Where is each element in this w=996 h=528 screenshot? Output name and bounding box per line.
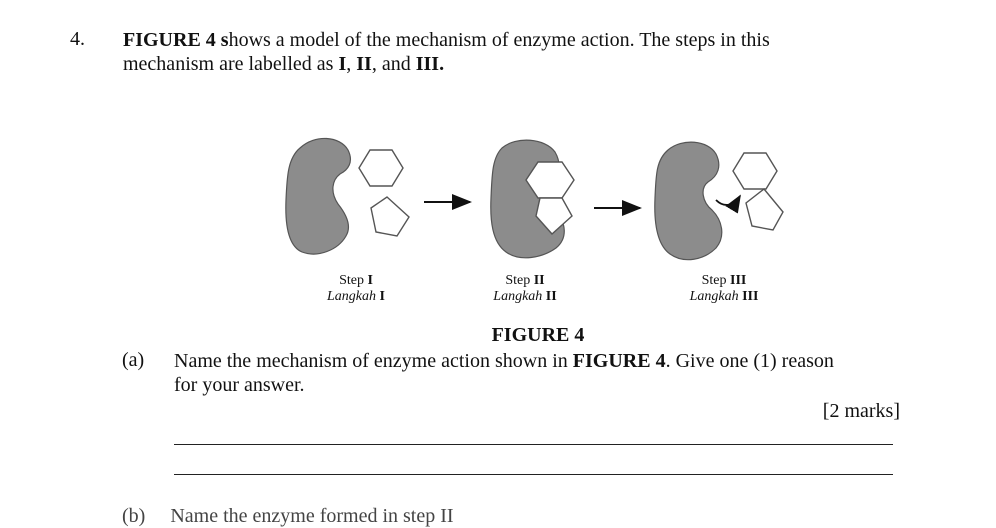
figure-ref: FIGURE 4 s — [123, 29, 229, 51]
answer-line-2[interactable] — [174, 474, 893, 475]
enzyme-shape-step-3 — [654, 141, 723, 261]
question-text-line-1: FIGURE 4 shows a model of the mechanism … — [123, 29, 770, 51]
substrate-pentagon-step-2 — [535, 197, 573, 235]
substrate-hexagon-step-1 — [358, 149, 404, 187]
answer-line-1[interactable] — [174, 444, 893, 445]
question-text-line-2: mechanism are labelled as I, II, and III… — [123, 53, 445, 75]
step-label-1: Step I Langkah I — [327, 273, 385, 304]
question-number: 4. — [70, 28, 85, 50]
part-b-partial: (b) Name the enzyme formed in step II — [122, 505, 454, 527]
enzyme-shape-step-1 — [285, 137, 352, 255]
step-label-3: Step III Langkah III — [689, 273, 759, 304]
part-a-text-line-1: Name the mechanism of enzyme action show… — [174, 350, 834, 372]
release-arrow-icon — [715, 194, 741, 214]
part-a-label: (a) — [122, 349, 145, 371]
step-label-2: Step II Langkah II — [493, 273, 557, 304]
part-a-text-line-2: for your answer. — [174, 374, 305, 396]
enzyme-mechanism-figure — [285, 137, 784, 261]
marks-label: [2 marks] — [822, 400, 900, 422]
figure-caption: FIGURE 4 — [491, 324, 585, 346]
substrate-pentagon-step-1 — [370, 196, 410, 237]
product-hexagon-step-3 — [732, 152, 778, 190]
product-pentagon-step-3 — [745, 188, 784, 231]
